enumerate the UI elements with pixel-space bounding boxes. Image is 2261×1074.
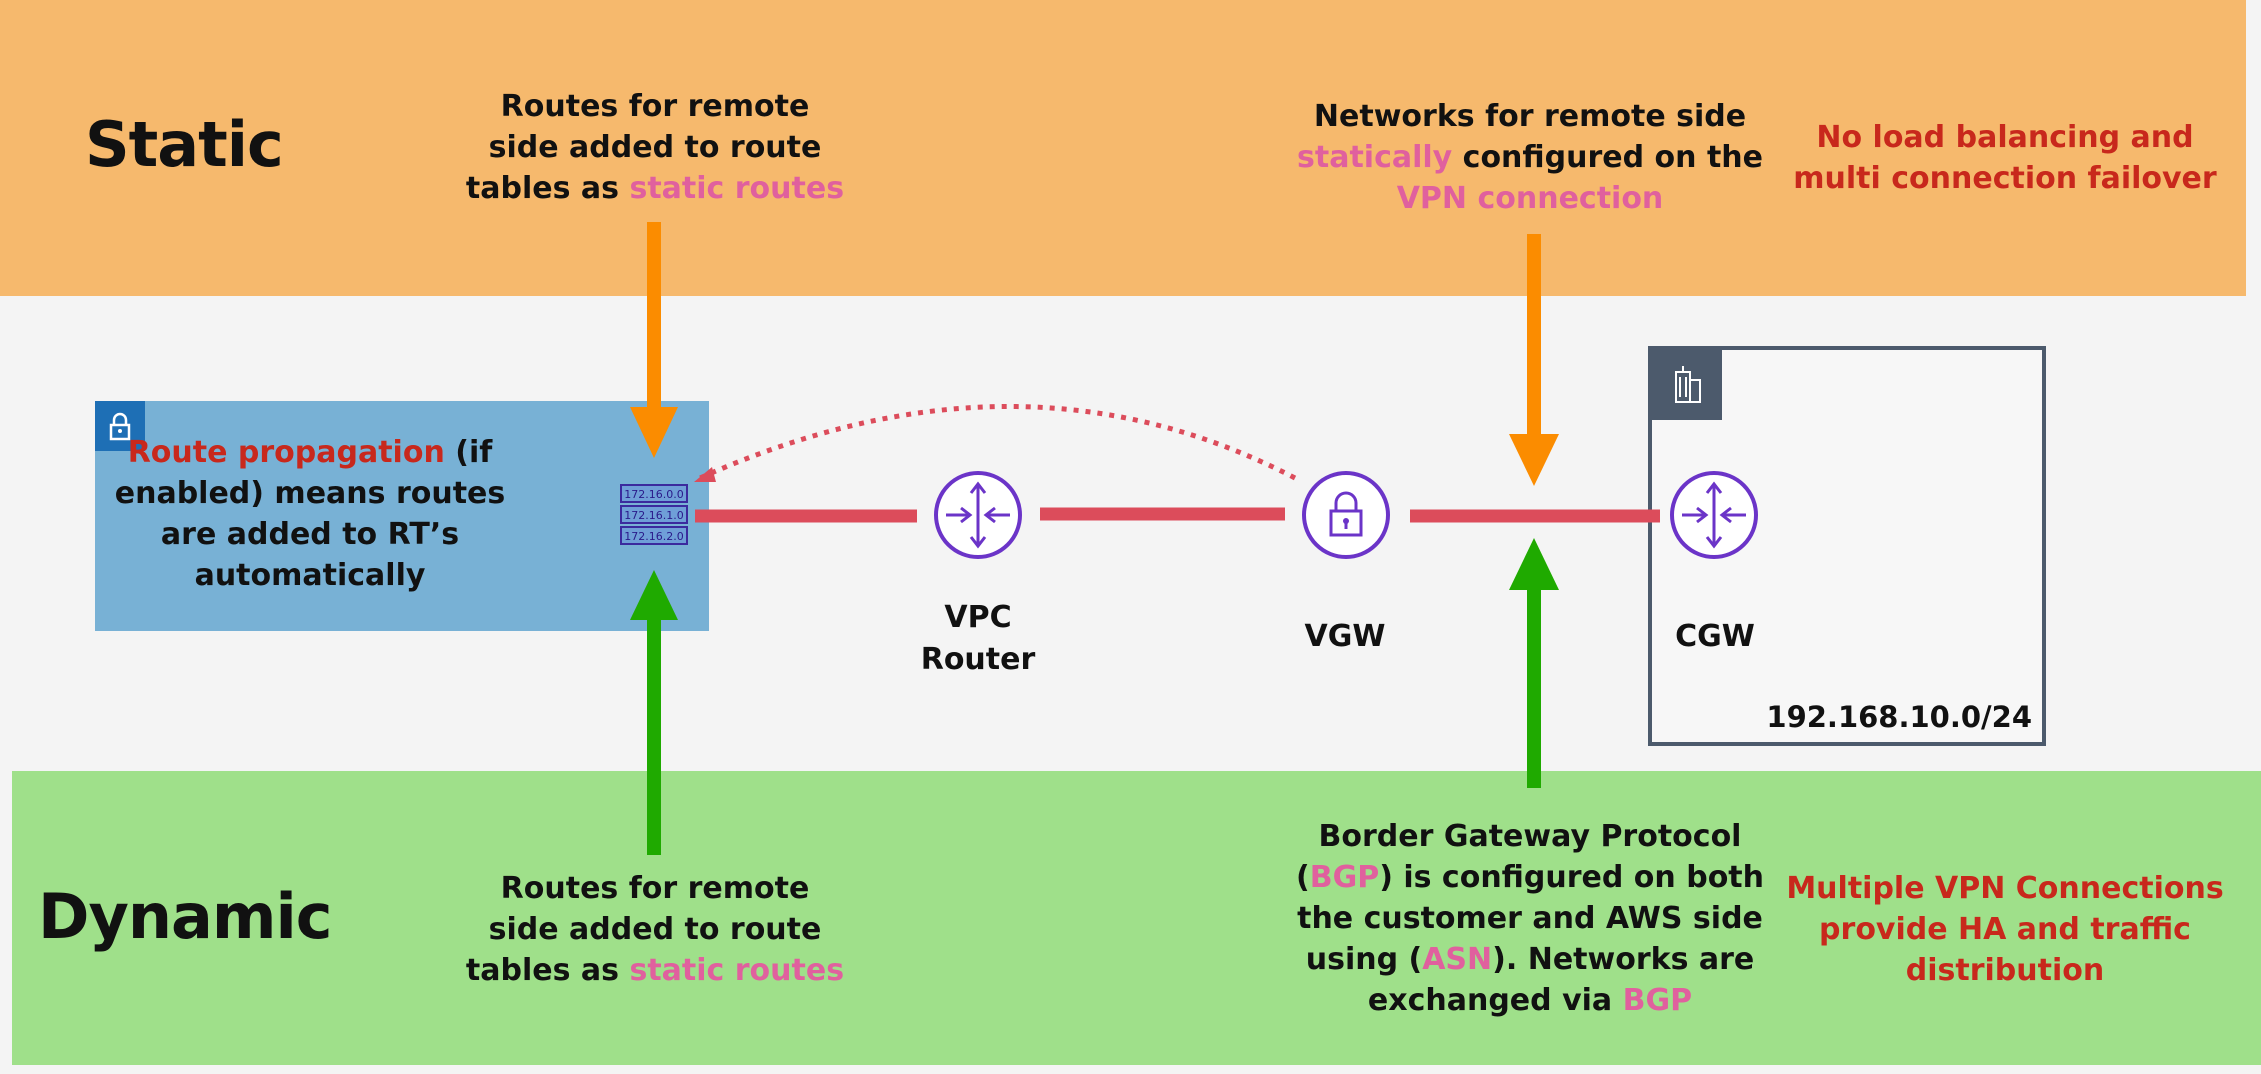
note-line: multi connection failover: [1793, 161, 2217, 196]
cidr-label: 192.168.10.0/24: [1766, 700, 2032, 734]
note-line: side added to route: [488, 912, 822, 947]
note-text: configured on the: [1452, 140, 1763, 175]
note-line: provide HA and traffic: [1819, 912, 2191, 947]
static-routes-highlight: static routes: [629, 953, 845, 988]
cgw-label: CGW: [1675, 619, 1755, 654]
route-table-entry: 172.16.1.0: [624, 509, 683, 522]
vpc-router-icon: [934, 471, 1022, 559]
note-line: tables as static routes: [440, 168, 870, 209]
note-line: Multiple VPN Connections: [1786, 871, 2224, 906]
note-line: No load balancing and: [1816, 120, 2194, 155]
label-line: VPC: [944, 600, 1012, 635]
dynamic-bgp-note: Border Gateway Protocol (BGP) is configu…: [1290, 816, 1770, 1021]
note-line: using (ASN). Networks are: [1290, 939, 1770, 980]
static-failover-note: No load balancing and multi connection f…: [1780, 117, 2230, 199]
cgw-router-icon: [1670, 471, 1758, 559]
note-line: are added to RT’s: [160, 517, 460, 552]
note-text: exchanged via: [1367, 983, 1623, 1018]
note-line: statically configured on the: [1280, 137, 1780, 178]
note-text: using (: [1305, 942, 1423, 977]
bgp-highlight: BGP: [1622, 983, 1693, 1018]
note-line: (BGP) is configured on both: [1290, 857, 1770, 898]
dynamic-ha-note: Multiple VPN Connections provide HA and …: [1780, 868, 2230, 991]
note-text: (if: [444, 435, 493, 470]
note-text: tables as: [465, 171, 630, 206]
route-table-entry: 172.16.0.0: [624, 488, 683, 501]
note-text: ). Networks are: [1492, 942, 1755, 977]
static-routes-highlight: static routes: [629, 171, 845, 206]
static-vpn-note: Networks for remote side statically conf…: [1280, 96, 1780, 219]
route-propagation-highlight: Route propagation: [127, 435, 445, 470]
dynamic-route-table-note: Routes for remote side added to route ta…: [440, 868, 870, 991]
building-icon: [1652, 350, 1722, 420]
note-line: the customer and AWS side: [1297, 901, 1763, 936]
note-line: Routes for remote: [500, 871, 810, 906]
propagation-arc: [698, 404, 1297, 481]
vgw-lock-icon: [1302, 471, 1390, 559]
note-line: distribution: [1905, 953, 2105, 988]
label-line: Router: [920, 642, 1036, 677]
vpn-connection-highlight: VPN connection: [1396, 181, 1664, 216]
asn-highlight: ASN: [1422, 942, 1493, 977]
dynamic-band: [12, 771, 2261, 1065]
note-text: (: [1295, 860, 1310, 895]
lock-icon: [95, 401, 145, 451]
vgw-label: VGW: [1304, 619, 1386, 654]
note-text: tables as: [465, 953, 630, 988]
note-line: Routes for remote: [500, 89, 810, 124]
dynamic-arrow-to-vpn: [1509, 538, 1559, 788]
static-band: [0, 0, 2246, 296]
route-propagation-note: Route propagation (if enabled) means rou…: [100, 432, 520, 596]
static-arrow-to-vpn: [1509, 234, 1559, 486]
note-line: automatically: [194, 558, 426, 593]
propagation-arrowhead: [694, 467, 716, 482]
dynamic-title: Dynamic: [38, 880, 332, 953]
vpc-router-label: VPC Router: [878, 597, 1078, 681]
note-line: exchanged via BGP: [1290, 980, 1770, 1021]
note-line: side added to route: [488, 130, 822, 165]
note-line: Route propagation (if: [100, 432, 520, 473]
bgp-highlight: BGP: [1309, 860, 1380, 895]
note-line: tables as static routes: [440, 950, 870, 991]
statically-highlight: statically: [1297, 140, 1453, 175]
note-line: Networks for remote side: [1313, 99, 1747, 134]
vpc-box: [95, 401, 709, 631]
note-line: enabled) means routes: [114, 476, 506, 511]
static-title: Static: [85, 108, 284, 181]
route-table-icon: 172.16.0.0 172.16.1.0 172.16.2.0: [620, 484, 688, 545]
note-line: Border Gateway Protocol: [1318, 819, 1742, 854]
note-text: ) is configured on both: [1379, 860, 1765, 895]
dynamic-arrow-to-rt: [630, 570, 678, 855]
static-route-table-note: Routes for remote side added to route ta…: [440, 86, 870, 209]
static-arrow-to-rt: [630, 222, 678, 458]
route-table-entry: 172.16.2.0: [624, 530, 683, 543]
